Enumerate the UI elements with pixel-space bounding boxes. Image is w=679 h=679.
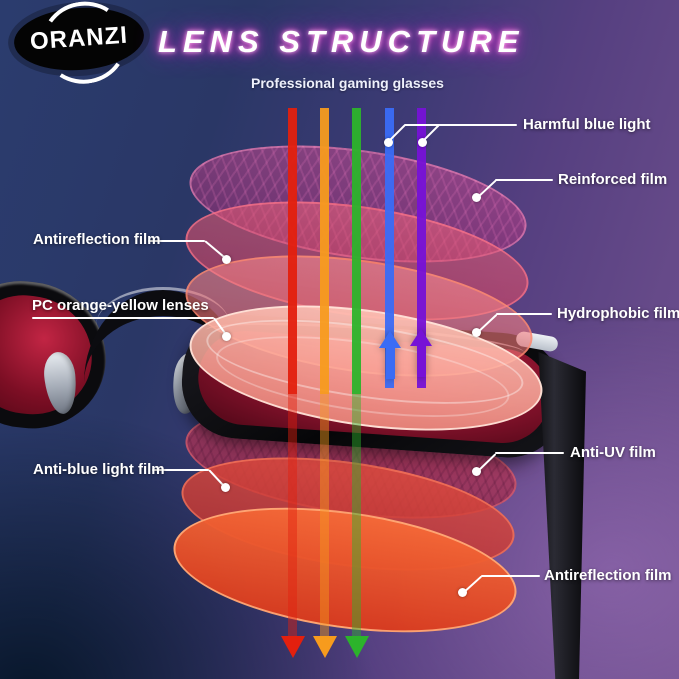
- light-ray-red: [288, 108, 297, 636]
- down-arrowhead-red: [281, 636, 305, 658]
- light-ray-green: [352, 108, 361, 636]
- label-antireflection-film-bottom: Antireflection film: [544, 567, 672, 584]
- reflected-arrow-violet: [410, 329, 432, 377]
- callout-line: [481, 575, 540, 577]
- callout-line: [496, 313, 552, 315]
- page-subtitle: Professional gaming glasses: [251, 75, 444, 91]
- light-ray-blue: [385, 108, 394, 388]
- down-arrowhead-orange: [313, 636, 337, 658]
- label-anti-uv-film: Anti-UV film: [570, 444, 656, 461]
- glasses-bridge-highlight: [96, 287, 230, 330]
- callout-dot-antireflection-top: [222, 255, 231, 264]
- label-reinforced-film: Reinforced film: [558, 171, 668, 188]
- callout-line: [404, 124, 517, 126]
- callout-line: [148, 240, 205, 242]
- light-ray-orange: [320, 108, 329, 636]
- callout-dot-anti-blue: [221, 483, 230, 492]
- callout-line: [152, 469, 209, 471]
- callout-line: [495, 452, 564, 454]
- callout-line: [495, 179, 553, 181]
- down-arrowhead-green: [345, 636, 369, 658]
- label-anti-blue-light-film: Anti-blue light film: [33, 461, 165, 478]
- callout-dot-pc-lenses: [222, 332, 231, 341]
- label-antireflection-film-top: Antireflection film: [33, 231, 161, 248]
- page-title: LENS STRUCTURE: [158, 24, 525, 59]
- reflected-arrow-blue: [379, 331, 401, 379]
- label-pc-orange-yellow-lenses: PC orange-yellow lenses: [32, 297, 209, 314]
- label-hydrophobic-film: Hydrophobic film: [557, 305, 679, 322]
- label-harmful-blue-light: Harmful blue light: [523, 116, 651, 133]
- light-ray-violet: [417, 108, 426, 388]
- oranzi-logo: ORANZI: [11, 0, 147, 92]
- callout-line: [32, 317, 214, 319]
